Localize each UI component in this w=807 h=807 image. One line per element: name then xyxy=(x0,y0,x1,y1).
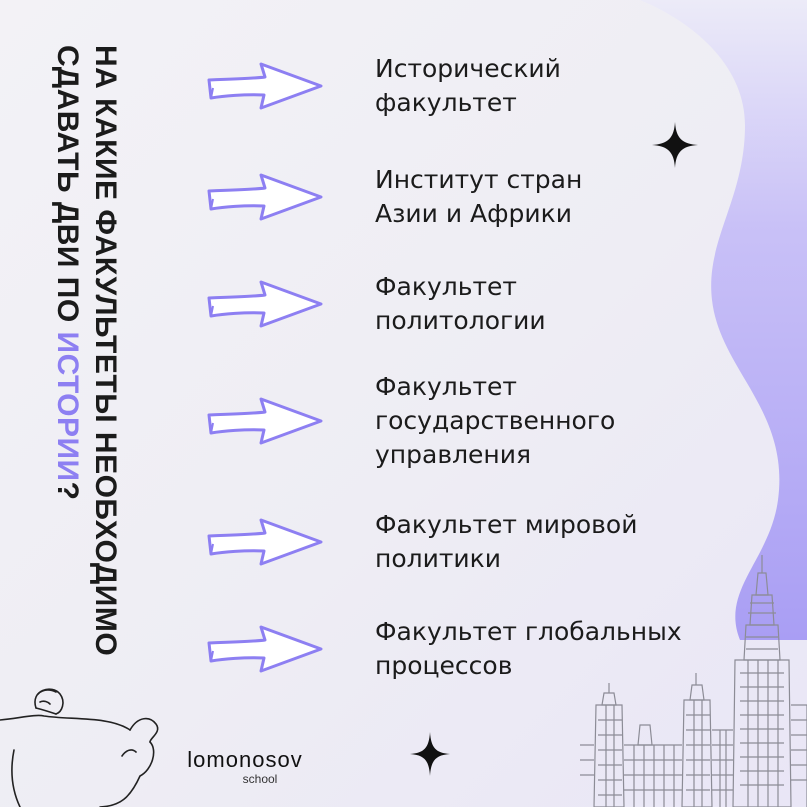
list-item: Факультет государственного управления xyxy=(205,370,615,472)
list-item-label: Институт стран Азии и Африки xyxy=(375,165,583,228)
list-item: Факультет мировой политики xyxy=(205,508,637,576)
title-line-2-prefix: сдавать ДВИ по xyxy=(51,45,84,332)
arrow-right-icon xyxy=(207,62,323,110)
list-item: Институт стран Азии и Африки xyxy=(205,163,582,231)
university-building-illustration xyxy=(580,555,807,807)
list-item-label: Исторический факультет xyxy=(375,54,561,117)
sparkle-icon xyxy=(410,732,450,776)
arrow-right-icon xyxy=(207,625,323,673)
arrow-right-icon xyxy=(207,397,323,445)
list-item-label: Факультет мировой политики xyxy=(375,510,638,573)
brand-logo: lomonosov school xyxy=(176,747,314,787)
logo-brand: lomonosov xyxy=(187,747,303,772)
arrow-right-icon xyxy=(207,173,323,221)
list-item-label: Факультет политологии xyxy=(375,272,546,335)
title-line-2-suffix: ? xyxy=(51,481,84,501)
list-item: Исторический факультет xyxy=(205,52,561,120)
logo-sub: school xyxy=(242,772,278,786)
list-item-label: Факультет глобальных процессов xyxy=(375,617,682,680)
arrow-right-icon xyxy=(207,280,323,328)
page-title: На какие факультеты необходимо сдавать Д… xyxy=(40,45,130,665)
list-item: Факультет глобальных процессов xyxy=(205,615,682,683)
mascot-illustration xyxy=(0,688,159,807)
sparkle-icon xyxy=(652,122,698,168)
title-line-1: На какие факультеты необходимо xyxy=(89,45,122,657)
list-item-label: Факультет государственного управления xyxy=(375,372,616,469)
title-line-2-accent: истории xyxy=(51,331,84,482)
arrow-right-icon xyxy=(207,518,323,566)
list-item: Факультет политологии xyxy=(205,270,546,338)
